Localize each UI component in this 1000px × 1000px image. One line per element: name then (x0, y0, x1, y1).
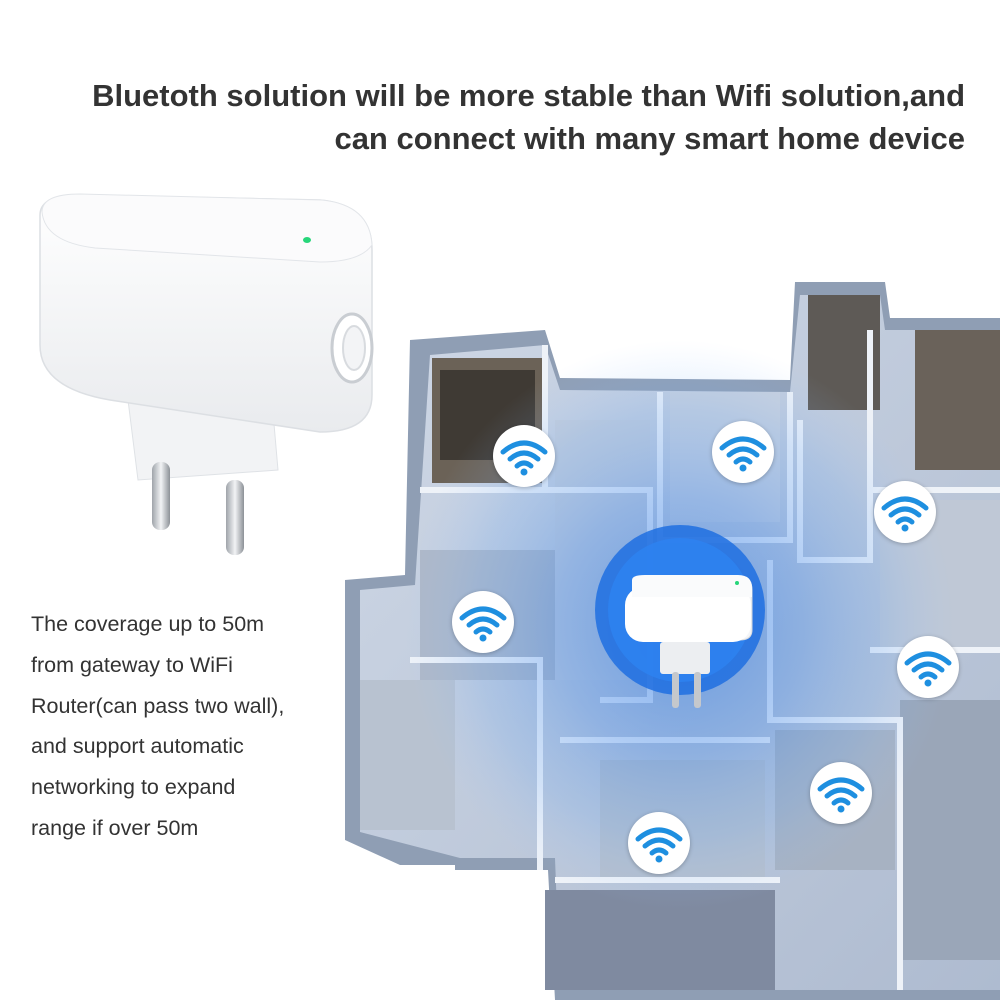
coverage-line: from gateway to WiFi (31, 652, 233, 677)
wifi-badge-3 (874, 481, 936, 543)
wifi-icon (635, 827, 683, 863)
wifi-icon (817, 777, 865, 813)
coverage-line: and support automatic (31, 734, 244, 759)
status-led-icon (303, 237, 311, 243)
coverage-line: Router(can pass two wall), (31, 693, 285, 718)
wifi-badge-4 (452, 591, 514, 653)
room-master (915, 330, 1000, 470)
coverage-line: networking to expand (31, 775, 236, 800)
plug-pin-right (226, 480, 244, 555)
coverage-line: The coverage up to 50m (31, 612, 265, 636)
coverage-line: range if over 50m (31, 815, 199, 840)
wifi-badge-6 (810, 762, 872, 824)
wifi-icon (719, 436, 767, 472)
wifi-badge-2 (712, 421, 774, 483)
wifi-icon (500, 440, 548, 476)
gateway-device-small (625, 575, 753, 708)
headline-line-2: can connect with many smart home device (334, 121, 965, 156)
coverage-description: The coverage up to 50m from gateway to W… (31, 604, 331, 849)
headline-line-1: Bluetoth solution will be more stable th… (92, 78, 965, 113)
device-top (41, 193, 373, 263)
wifi-icon (881, 496, 929, 532)
wifi-badge-1 (493, 425, 555, 487)
wifi-badge-7 (628, 812, 690, 874)
plug-pin-left (152, 462, 170, 530)
wifi-icon (459, 606, 507, 642)
wifi-badge-5 (897, 636, 959, 698)
wifi-icon (904, 651, 952, 687)
